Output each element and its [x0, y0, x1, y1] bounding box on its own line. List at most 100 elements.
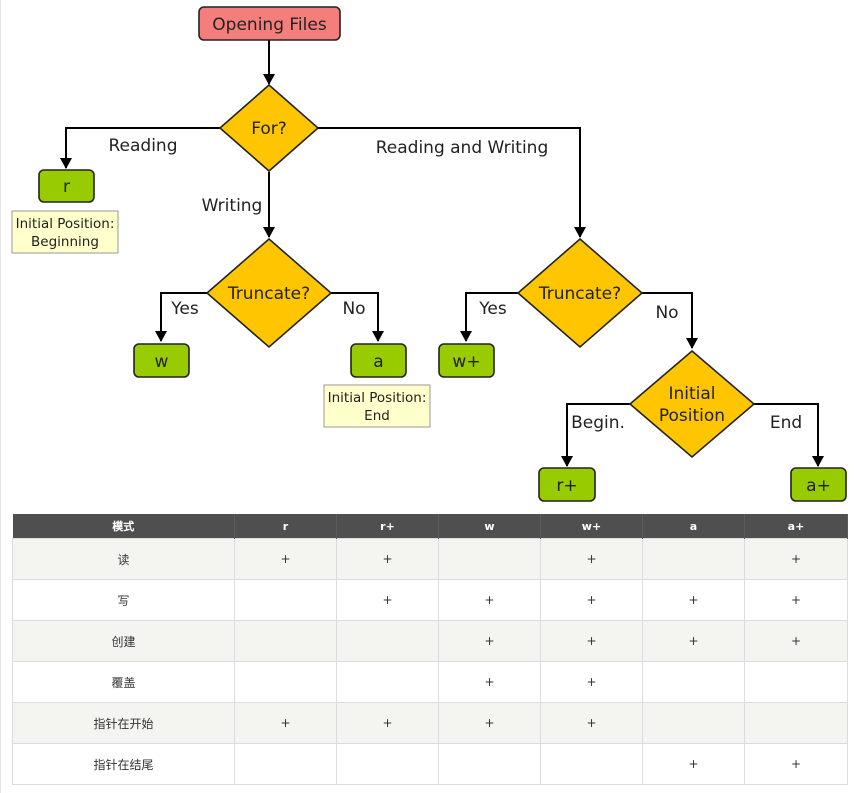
edge-truncate-w-to-a — [330, 292, 384, 342]
truncate-rw-label: Truncate? — [538, 284, 621, 304]
for-decision — [218, 83, 320, 173]
table-cell: + — [336, 702, 439, 744]
table-cell: 创建 — [12, 620, 235, 662]
table-cell: + — [642, 620, 745, 662]
table-cell: + — [744, 620, 848, 662]
table-cell — [642, 661, 745, 703]
table-cell: + — [540, 661, 643, 703]
table-cell: + — [540, 579, 643, 621]
note-a — [323, 384, 431, 428]
table-cell — [234, 620, 337, 662]
table-cell: + — [234, 538, 337, 580]
table-cell: + — [438, 620, 541, 662]
page-left-border — [0, 0, 1, 793]
mode-a-node — [350, 343, 407, 378]
file-mode-table: 模式 r r+ w w+ a a+ 读 + + + + 写 + + + + + — [12, 514, 848, 785]
start-node-label: Opening Files — [212, 15, 327, 35]
table-cell: + — [438, 661, 541, 703]
table-cell — [642, 538, 745, 580]
label-yes-rw: Yes — [478, 299, 507, 319]
table-cell — [744, 702, 848, 744]
mode-w-label: w — [155, 352, 169, 372]
mode-a-label: a — [373, 352, 383, 372]
table-header-a: a — [642, 514, 745, 539]
table-cell: 写 — [12, 579, 235, 621]
table-cell: + — [336, 579, 439, 621]
label-no-writing: No — [342, 299, 365, 319]
label-end: End — [770, 413, 802, 433]
mode-w-node — [133, 343, 190, 378]
truncate-writing-decision — [205, 237, 333, 349]
edge-truncate-rw-to-initial — [640, 292, 698, 349]
mode-wplus-node — [438, 343, 495, 378]
table-header-mode: 模式 — [12, 514, 235, 539]
table-cell — [336, 743, 439, 785]
table-cell — [438, 538, 541, 580]
table-cell — [642, 702, 745, 744]
table-cell: + — [642, 743, 745, 785]
table-header-wplus: w+ — [540, 514, 643, 539]
table-cell: + — [438, 579, 541, 621]
table-row: 创建 + + + + — [12, 620, 848, 662]
label-yes-writing: Yes — [170, 299, 199, 319]
table-cell: + — [336, 538, 439, 580]
label-reading: Reading — [108, 136, 177, 156]
table-cell: + — [744, 743, 848, 785]
mode-aplus-label: a+ — [806, 476, 831, 496]
note-r-line2: Beginning — [31, 234, 99, 250]
note-r-line1: Initial Position: — [16, 216, 115, 232]
table-cell: + — [744, 579, 848, 621]
table-row: 覆盖 + + — [12, 661, 848, 703]
table-row: 读 + + + + — [12, 538, 848, 580]
table-cell — [234, 743, 337, 785]
for-decision-label: For? — [251, 119, 287, 139]
table-cell — [744, 661, 848, 703]
table-row: 指针在结尾 + + — [12, 743, 848, 785]
edge-for-to-r — [60, 127, 222, 169]
table-header-row: 模式 r r+ w w+ a a+ — [12, 514, 848, 539]
table-cell: + — [540, 620, 643, 662]
edge-for-to-truncate-rw — [316, 127, 586, 238]
table-cell — [438, 743, 541, 785]
file-mode-flowchart: Opening Files For? Reading Writing Readi… — [11, 6, 847, 502]
flowchart-edges — [60, 40, 824, 467]
note-a-line2: End — [364, 408, 390, 424]
table-cell: 读 — [12, 538, 235, 580]
table-header-rplus: r+ — [336, 514, 439, 539]
label-begin: Begin. — [571, 413, 625, 433]
note-a-line1: Initial Position: — [328, 390, 427, 406]
note-r — [11, 210, 119, 254]
edge-truncate-w-to-w — [155, 292, 208, 342]
initial-position-line1: Initial — [668, 384, 715, 404]
truncate-rw-decision — [516, 237, 644, 349]
table-header-r: r — [234, 514, 337, 539]
mode-r-label: r — [63, 177, 70, 197]
table-cell: + — [642, 579, 745, 621]
truncate-writing-label: Truncate? — [227, 284, 310, 304]
edge-truncate-rw-to-wplus — [460, 292, 519, 342]
table-cell: + — [234, 702, 337, 744]
mode-rplus-node — [538, 467, 596, 502]
table-cell: + — [540, 538, 643, 580]
initial-position-decision — [628, 349, 756, 459]
table-header-aplus: a+ — [744, 514, 848, 539]
table-cell — [234, 661, 337, 703]
table-cell — [540, 743, 643, 785]
mode-aplus-node — [790, 467, 847, 502]
edge-initial-to-rplus — [561, 403, 632, 467]
table-header-w: w — [438, 514, 541, 539]
label-reading-and-writing: Reading and Writing — [376, 138, 549, 158]
table-cell — [234, 579, 337, 621]
table-cell: 指针在开始 — [12, 702, 235, 744]
initial-position-line2: Position — [659, 406, 725, 426]
table-cell: + — [744, 538, 848, 580]
table-cell — [336, 661, 439, 703]
table-row: 写 + + + + + — [12, 579, 848, 621]
table-cell: + — [438, 702, 541, 744]
mode-wplus-label: w+ — [452, 352, 480, 372]
table-cell: 覆盖 — [12, 661, 235, 703]
edge-initial-to-aplus — [752, 403, 824, 467]
table-row: 指针在开始 + + + + — [12, 702, 848, 744]
mode-rplus-label: r+ — [556, 476, 577, 496]
table-cell — [336, 620, 439, 662]
